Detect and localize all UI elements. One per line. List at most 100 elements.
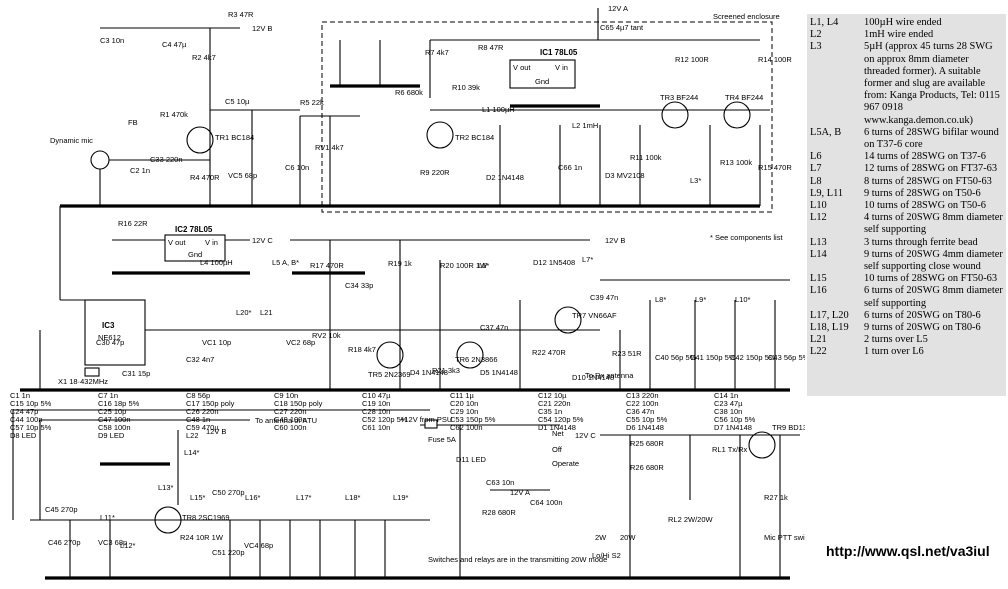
component-label: C23 47µ: [714, 399, 743, 408]
tr9-symbol: [748, 431, 776, 459]
svg-text:TR2 BC184: TR2 BC184: [455, 133, 494, 142]
svg-text:D3 MV2108: D3 MV2108: [605, 171, 645, 180]
svg-text:12V A: 12V A: [608, 4, 628, 13]
svg-text:Lo/Hi S2: Lo/Hi S2: [592, 551, 621, 560]
svg-text:L4 100µH: L4 100µH: [200, 258, 233, 267]
part-ref: L13: [810, 236, 827, 248]
schematic-diagram: Screened enclosure IC1 78L05 V out V in …: [10, 4, 805, 580]
svg-text:L6*: L6*: [478, 261, 489, 270]
part-description: 6 turns of 20SWG on T80-6: [864, 309, 981, 321]
part-description: 14 turns of 28SWG on T37-6: [864, 151, 986, 163]
svg-text:VC2 68p: VC2 68p: [286, 338, 315, 347]
svg-text:C43 56p 5%: C43 56p 5%: [768, 353, 805, 362]
svg-text:RV2 10k: RV2 10k: [312, 331, 341, 340]
svg-text:VC5 68p: VC5 68p: [228, 171, 257, 180]
svg-text:Operate: Operate: [552, 459, 579, 468]
svg-text:TR8 2SC1969: TR8 2SC1969: [182, 513, 230, 522]
component-label: C60 100n: [274, 423, 307, 432]
component-label: C16 18p 5%: [98, 399, 140, 408]
svg-text:20W: 20W: [620, 533, 636, 542]
svg-text:R16 22R: R16 22R: [118, 219, 148, 228]
svg-text:VC1 10p: VC1 10p: [202, 338, 231, 347]
svg-text:R19 1k: R19 1k: [388, 259, 412, 268]
svg-text:R23 51R: R23 51R: [612, 349, 642, 358]
svg-text:Gnd: Gnd: [535, 77, 549, 86]
parts-list-row: L17, L20 6 turns of 20SWG on T80-6: [810, 310, 1006, 322]
svg-text:D2 1N4148: D2 1N4148: [486, 173, 524, 182]
part-ref: L12: [810, 212, 827, 224]
tr4-symbol: [723, 101, 751, 129]
part-description: 1 turn over L6: [864, 346, 924, 358]
svg-text:D12 1N5408: D12 1N5408: [533, 258, 575, 267]
svg-text:TR5 2N2369: TR5 2N2369: [368, 370, 411, 379]
mic-symbol: [90, 150, 110, 170]
component-label: D9 LED: [98, 431, 125, 440]
svg-text:C42 150p 5%: C42 150p 5%: [730, 353, 776, 362]
svg-text:L20*: L20*: [236, 308, 252, 317]
component-label: C59 470µ: [186, 423, 219, 432]
svg-text:L15*: L15*: [190, 493, 206, 502]
svg-text:Net: Net: [552, 429, 565, 438]
part-description: 2 turns over L5: [864, 334, 928, 346]
svg-text:Off: Off: [552, 445, 563, 454]
component-label: C29 10n: [450, 407, 478, 416]
svg-text:C50 270p: C50 270p: [212, 488, 245, 497]
svg-text:RL1 Tx/Rx: RL1 Tx/Rx: [712, 445, 748, 454]
component-label: L22: [186, 431, 199, 440]
svg-text:V in: V in: [555, 63, 568, 72]
component-label: C11 1µ: [450, 391, 474, 400]
svg-text:L16*: L16*: [245, 493, 261, 502]
svg-text:R14 100R: R14 100R: [758, 55, 792, 64]
part-ref: L2: [810, 29, 822, 41]
svg-text:L18*: L18*: [345, 493, 361, 502]
svg-text:R27 1k: R27 1k: [764, 493, 788, 502]
ic1-label: IC1 78L05: [540, 48, 578, 57]
component-label: D7 1N4148: [714, 423, 752, 432]
part-ref: L10: [810, 200, 827, 212]
part-description: 8 turns of 28SWG on FT50-63: [864, 175, 992, 187]
svg-text:C65 4µ7 tant: C65 4µ7 tant: [600, 23, 644, 32]
tr1-symbol: [186, 126, 214, 154]
svg-text:C34 33p: C34 33p: [345, 281, 373, 290]
svg-text:R22 470R: R22 470R: [532, 348, 566, 357]
svg-text:C51 220p: C51 220p: [212, 548, 245, 557]
component-label: C48 1n: [186, 415, 210, 424]
svg-text:R1 470k: R1 470k: [160, 110, 188, 119]
part-description: 9 turns of 28SWG on T50-6: [864, 187, 981, 199]
svg-text:C5 10µ: C5 10µ: [225, 97, 250, 106]
svg-text:R10 39k: R10 39k: [452, 83, 480, 92]
svg-text:12V B: 12V B: [605, 236, 625, 245]
component-label: C28 10n: [362, 407, 390, 416]
switches-note: Switches and relays are in the transmitt…: [428, 555, 607, 564]
svg-text:R13 100k: R13 100k: [720, 158, 752, 167]
svg-text:L17*: L17*: [296, 493, 312, 502]
part-description: 100µH wire ended: [864, 17, 942, 28]
svg-text:+12V from PSU: +12V from PSU: [400, 415, 452, 424]
enclosure-label: Screened enclosure: [713, 12, 780, 21]
component-label: C13 220n: [626, 391, 659, 400]
svg-text:L21: L21: [260, 308, 273, 317]
svg-text:VC4 68p: VC4 68p: [244, 541, 273, 550]
component-label: D8 LED: [10, 431, 37, 440]
part-description: 3 turns through ferrite bead: [864, 236, 978, 248]
x1-crystal: [84, 367, 100, 377]
svg-text:R15 470R: R15 470R: [758, 163, 792, 172]
svg-text:C33 220n: C33 220n: [150, 155, 183, 164]
svg-text:L7*: L7*: [582, 255, 593, 264]
svg-text:L19*: L19*: [393, 493, 409, 502]
svg-text:12V B: 12V B: [206, 427, 226, 436]
svg-text:C37 47n: C37 47n: [480, 323, 508, 332]
component-label: D1 1N4148: [538, 423, 576, 432]
part-ref: L18, L19: [810, 322, 849, 334]
component-label: C58 100n: [98, 423, 131, 432]
part-ref: L17, L20: [810, 309, 849, 321]
